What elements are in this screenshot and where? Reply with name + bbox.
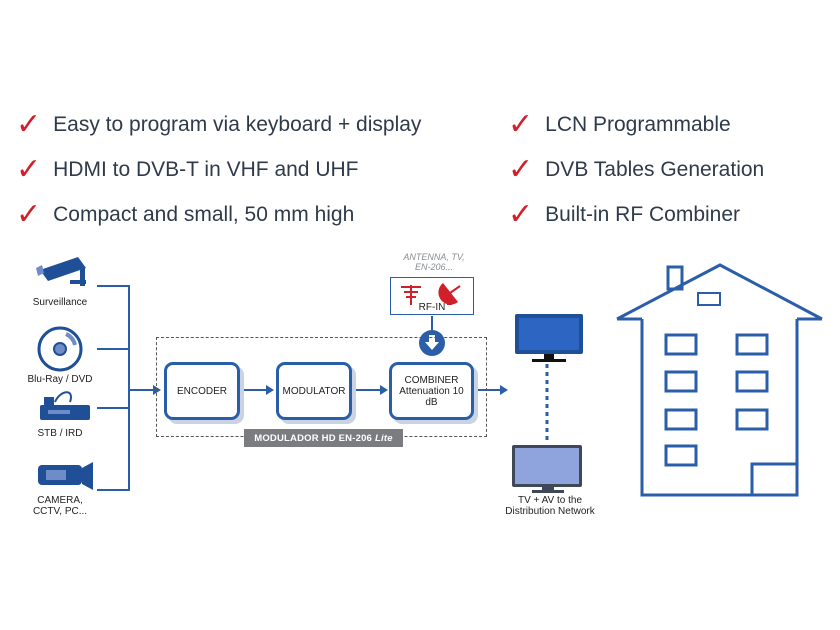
surveillance-camera-icon (36, 257, 86, 286)
output-label-line1: TV + AV to the (517, 495, 583, 506)
feature-text: DVB Tables Generation (545, 158, 765, 181)
antenna-label-line2: EN-206... (414, 262, 454, 272)
combiner-sublabel: Attenuation 10 dB (399, 385, 464, 408)
tv-icon (512, 445, 582, 493)
camera-label-line1: CAMERA, (37, 495, 83, 506)
source-connectors (97, 285, 130, 491)
check-icon: ✓ (508, 152, 534, 187)
feature-text: Built-in RF Combiner (545, 203, 741, 226)
feature-item: ✓ Built-in RF Combiner (508, 200, 740, 230)
feature-text: LCN Programmable (545, 113, 731, 136)
stb-label: STB / IRD (37, 428, 83, 439)
camera-label-line2: CCTV, PC... (32, 506, 88, 517)
bluray-label: Blu-Ray / DVD (27, 374, 93, 385)
check-icon: ✓ (508, 197, 534, 232)
device-variant: Lite (375, 432, 393, 444)
antenna-label: ANTENNA, TV, EN-206... (384, 252, 484, 272)
surveillance-label: Surveillance (32, 297, 88, 308)
flow-arrows (129, 385, 508, 395)
output-label-line2: Distribution Network (505, 506, 595, 517)
antenna-label-line1: ANTENNA, TV, (403, 252, 465, 262)
output-label: TV + AV to the Distribution Network (492, 495, 608, 517)
feature-text: Compact and small, 50 mm high (53, 203, 355, 226)
combiner-label: COMBINER (404, 374, 459, 386)
check-icon: ✓ (508, 107, 534, 142)
feature-item: ✓ Compact and small, 50 mm high (16, 200, 354, 230)
check-icon: ✓ (16, 107, 42, 142)
encoder-label: ENCODER (176, 385, 227, 397)
disc-icon (37, 326, 83, 372)
feature-item: ✓ LCN Programmable (508, 110, 731, 140)
monitor-on-icon (515, 314, 583, 362)
feature-text: HDMI to DVB-T in VHF and UHF (53, 158, 359, 181)
modulator-label: MODULATOR (282, 385, 346, 397)
rf-in-box (390, 277, 474, 315)
rf-in-label: RF-IN (418, 302, 446, 313)
feature-text: Easy to program via keyboard + display (53, 113, 422, 136)
combiner-block: COMBINER Attenuation 10 dB (389, 362, 474, 420)
satellite-dish-icon (438, 283, 461, 305)
down-arrow-icon (419, 330, 445, 356)
feature-item: ✓ Easy to program via keyboard + display (16, 110, 421, 140)
feature-item: ✓ DVB Tables Generation (508, 155, 764, 185)
camera-label: CAMERA, CCTV, PC... (14, 495, 106, 517)
encoder-block: ENCODER (164, 362, 240, 420)
set-top-box-icon (40, 391, 90, 420)
modulator-block: MODULATOR (276, 362, 352, 420)
building-icon (616, 263, 823, 497)
antenna-icon (401, 285, 421, 305)
device-name: MODULADOR HD EN-206 (254, 432, 373, 444)
check-icon: ✓ (16, 152, 42, 187)
feature-item: ✓ HDMI to DVB-T in VHF and UHF (16, 155, 358, 185)
video-camera-icon (38, 462, 93, 490)
check-icon: ✓ (16, 197, 42, 232)
